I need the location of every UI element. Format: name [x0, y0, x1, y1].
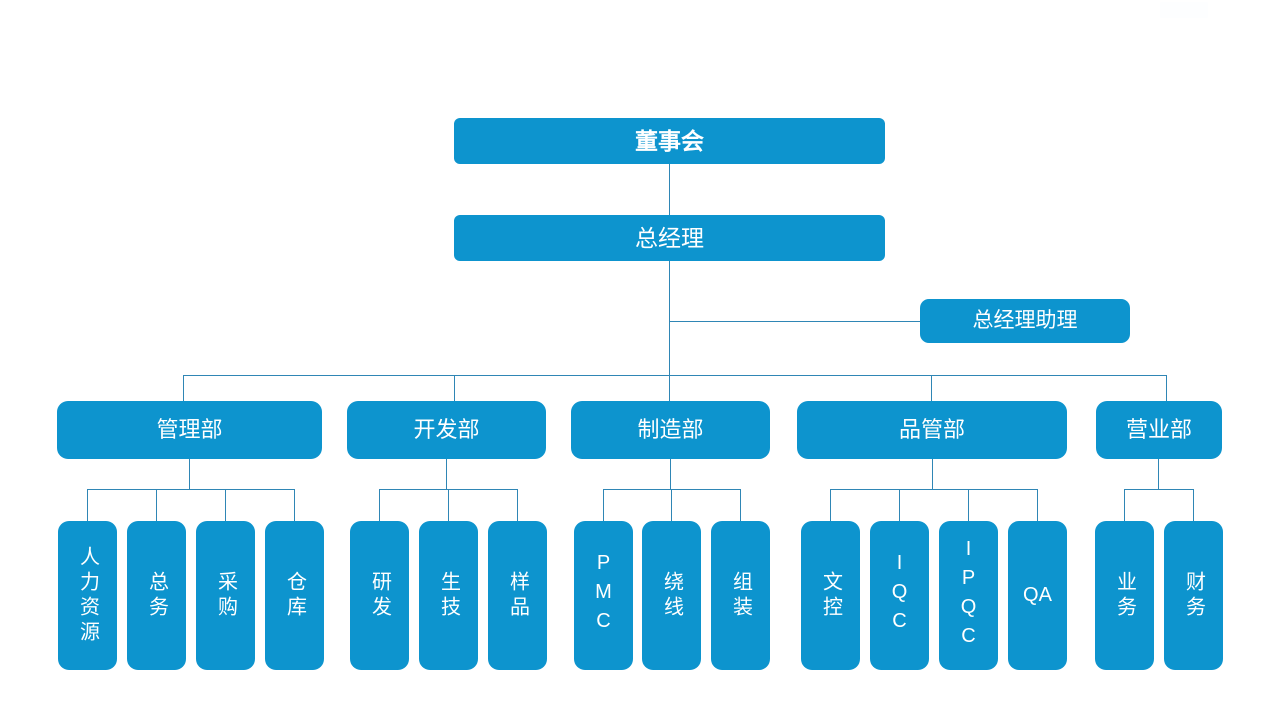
connector-drop-dept-5	[1166, 375, 1167, 401]
connector-drop-pinguan-1	[830, 489, 831, 521]
node-subunit-winding-label: 绕线	[660, 570, 683, 621]
node-subunit-finance[interactable]: 财务	[1164, 521, 1223, 670]
connector-stem-pinguan	[932, 459, 933, 489]
watermark-artifact	[1160, 2, 1208, 18]
node-subunit-pmc[interactable]: PMC	[574, 521, 633, 670]
node-subunit-sample[interactable]: 样品	[488, 521, 547, 670]
connector-gm-trunk	[669, 261, 670, 376]
node-subunit-assembly-label: 组装	[729, 570, 752, 621]
node-subunit-iqc[interactable]: IQC	[870, 521, 929, 670]
connector-drop-kaifa-2	[448, 489, 449, 521]
node-department-pinguan-label: 品管部	[898, 417, 965, 443]
connector-drop-dept-3	[669, 375, 670, 401]
node-department-yingye-label: 营业部	[1125, 417, 1192, 443]
connector-drop-guanli-4	[294, 489, 295, 521]
node-subunit-qa[interactable]: QA	[1008, 521, 1067, 670]
node-general-manager[interactable]: 总经理	[454, 215, 885, 261]
connector-drop-dept-1	[183, 375, 184, 401]
node-department-zhizao-label: 制造部	[637, 417, 704, 443]
node-department-kaifa[interactable]: 开发部	[347, 401, 546, 459]
connector-drop-guanli-2	[156, 489, 157, 521]
node-board-label: 董事会	[635, 127, 704, 154]
connector-drop-kaifa-3	[517, 489, 518, 521]
connector-drop-zhizao-2	[671, 489, 672, 521]
connector-drop-pinguan-2	[899, 489, 900, 521]
node-subunit-hr[interactable]: 人力资源	[58, 521, 117, 670]
node-subunit-rnd-label: 研发	[368, 570, 391, 621]
connector-gm-to-assistant	[669, 321, 921, 322]
node-subunit-winding[interactable]: 绕线	[642, 521, 701, 670]
connector-drop-pinguan-4	[1037, 489, 1038, 521]
node-general-manager-label: 总经理	[635, 224, 704, 251]
connector-stem-kaifa	[446, 459, 447, 489]
connector-department-bus	[183, 375, 1166, 376]
connector-drop-guanli-1	[87, 489, 88, 521]
connector-stem-yingye	[1158, 459, 1159, 489]
node-gm-assistant[interactable]: 总经理助理	[920, 299, 1130, 343]
connector-bus-guanli	[87, 489, 295, 490]
node-subunit-warehouse[interactable]: 仓库	[265, 521, 324, 670]
node-subunit-document-control-label: 文控	[819, 570, 842, 621]
node-department-zhizao[interactable]: 制造部	[571, 401, 770, 459]
node-board[interactable]: 董事会	[454, 118, 885, 164]
connector-drop-yingye-1	[1124, 489, 1125, 521]
node-subunit-general-affairs[interactable]: 总务	[127, 521, 186, 670]
connector-drop-zhizao-3	[740, 489, 741, 521]
node-department-guanli-label: 管理部	[156, 417, 223, 443]
node-department-pinguan[interactable]: 品管部	[797, 401, 1067, 459]
connector-bus-yingye	[1124, 489, 1193, 490]
node-subunit-qa-label: QA	[1023, 584, 1052, 606]
connector-bus-zhizao	[603, 489, 741, 490]
connector-drop-pinguan-3	[968, 489, 969, 521]
node-subunit-business[interactable]: 业务	[1095, 521, 1154, 670]
node-subunit-document-control[interactable]: 文控	[801, 521, 860, 670]
node-subunit-rnd[interactable]: 研发	[350, 521, 409, 670]
node-subunit-ipqc-label: IPQC	[957, 537, 980, 654]
connector-stem-zhizao	[670, 459, 671, 489]
node-subunit-warehouse-label: 仓库	[283, 570, 306, 621]
node-subunit-iqc-label: IQC	[888, 552, 911, 639]
node-subunit-production-engineering-label: 生技	[437, 570, 460, 621]
connector-drop-yingye-2	[1193, 489, 1194, 521]
connector-stem-guanli	[189, 459, 190, 489]
node-department-kaifa-label: 开发部	[413, 417, 480, 443]
node-department-guanli[interactable]: 管理部	[57, 401, 322, 459]
node-gm-assistant-label: 总经理助理	[972, 308, 1078, 332]
node-subunit-general-affairs-label: 总务	[145, 570, 168, 621]
node-subunit-assembly[interactable]: 组装	[711, 521, 770, 670]
connector-drop-dept-4	[931, 375, 932, 401]
node-subunit-ipqc[interactable]: IPQC	[939, 521, 998, 670]
connector-bus-pinguan	[830, 489, 1038, 490]
connector-board-to-gm	[669, 164, 670, 215]
node-subunit-purchasing[interactable]: 采购	[196, 521, 255, 670]
node-subunit-purchasing-label: 采购	[214, 570, 237, 621]
connector-drop-guanli-3	[225, 489, 226, 521]
connector-drop-dept-2	[454, 375, 455, 401]
node-subunit-pmc-label: PMC	[592, 552, 615, 639]
node-subunit-hr-label: 人力资源	[76, 545, 99, 646]
node-subunit-finance-label: 财务	[1182, 570, 1205, 621]
node-department-yingye[interactable]: 营业部	[1096, 401, 1222, 459]
node-subunit-business-label: 业务	[1113, 570, 1136, 621]
node-subunit-sample-label: 样品	[506, 570, 529, 621]
connector-drop-zhizao-1	[603, 489, 604, 521]
node-subunit-production-engineering[interactable]: 生技	[419, 521, 478, 670]
connector-drop-kaifa-1	[379, 489, 380, 521]
